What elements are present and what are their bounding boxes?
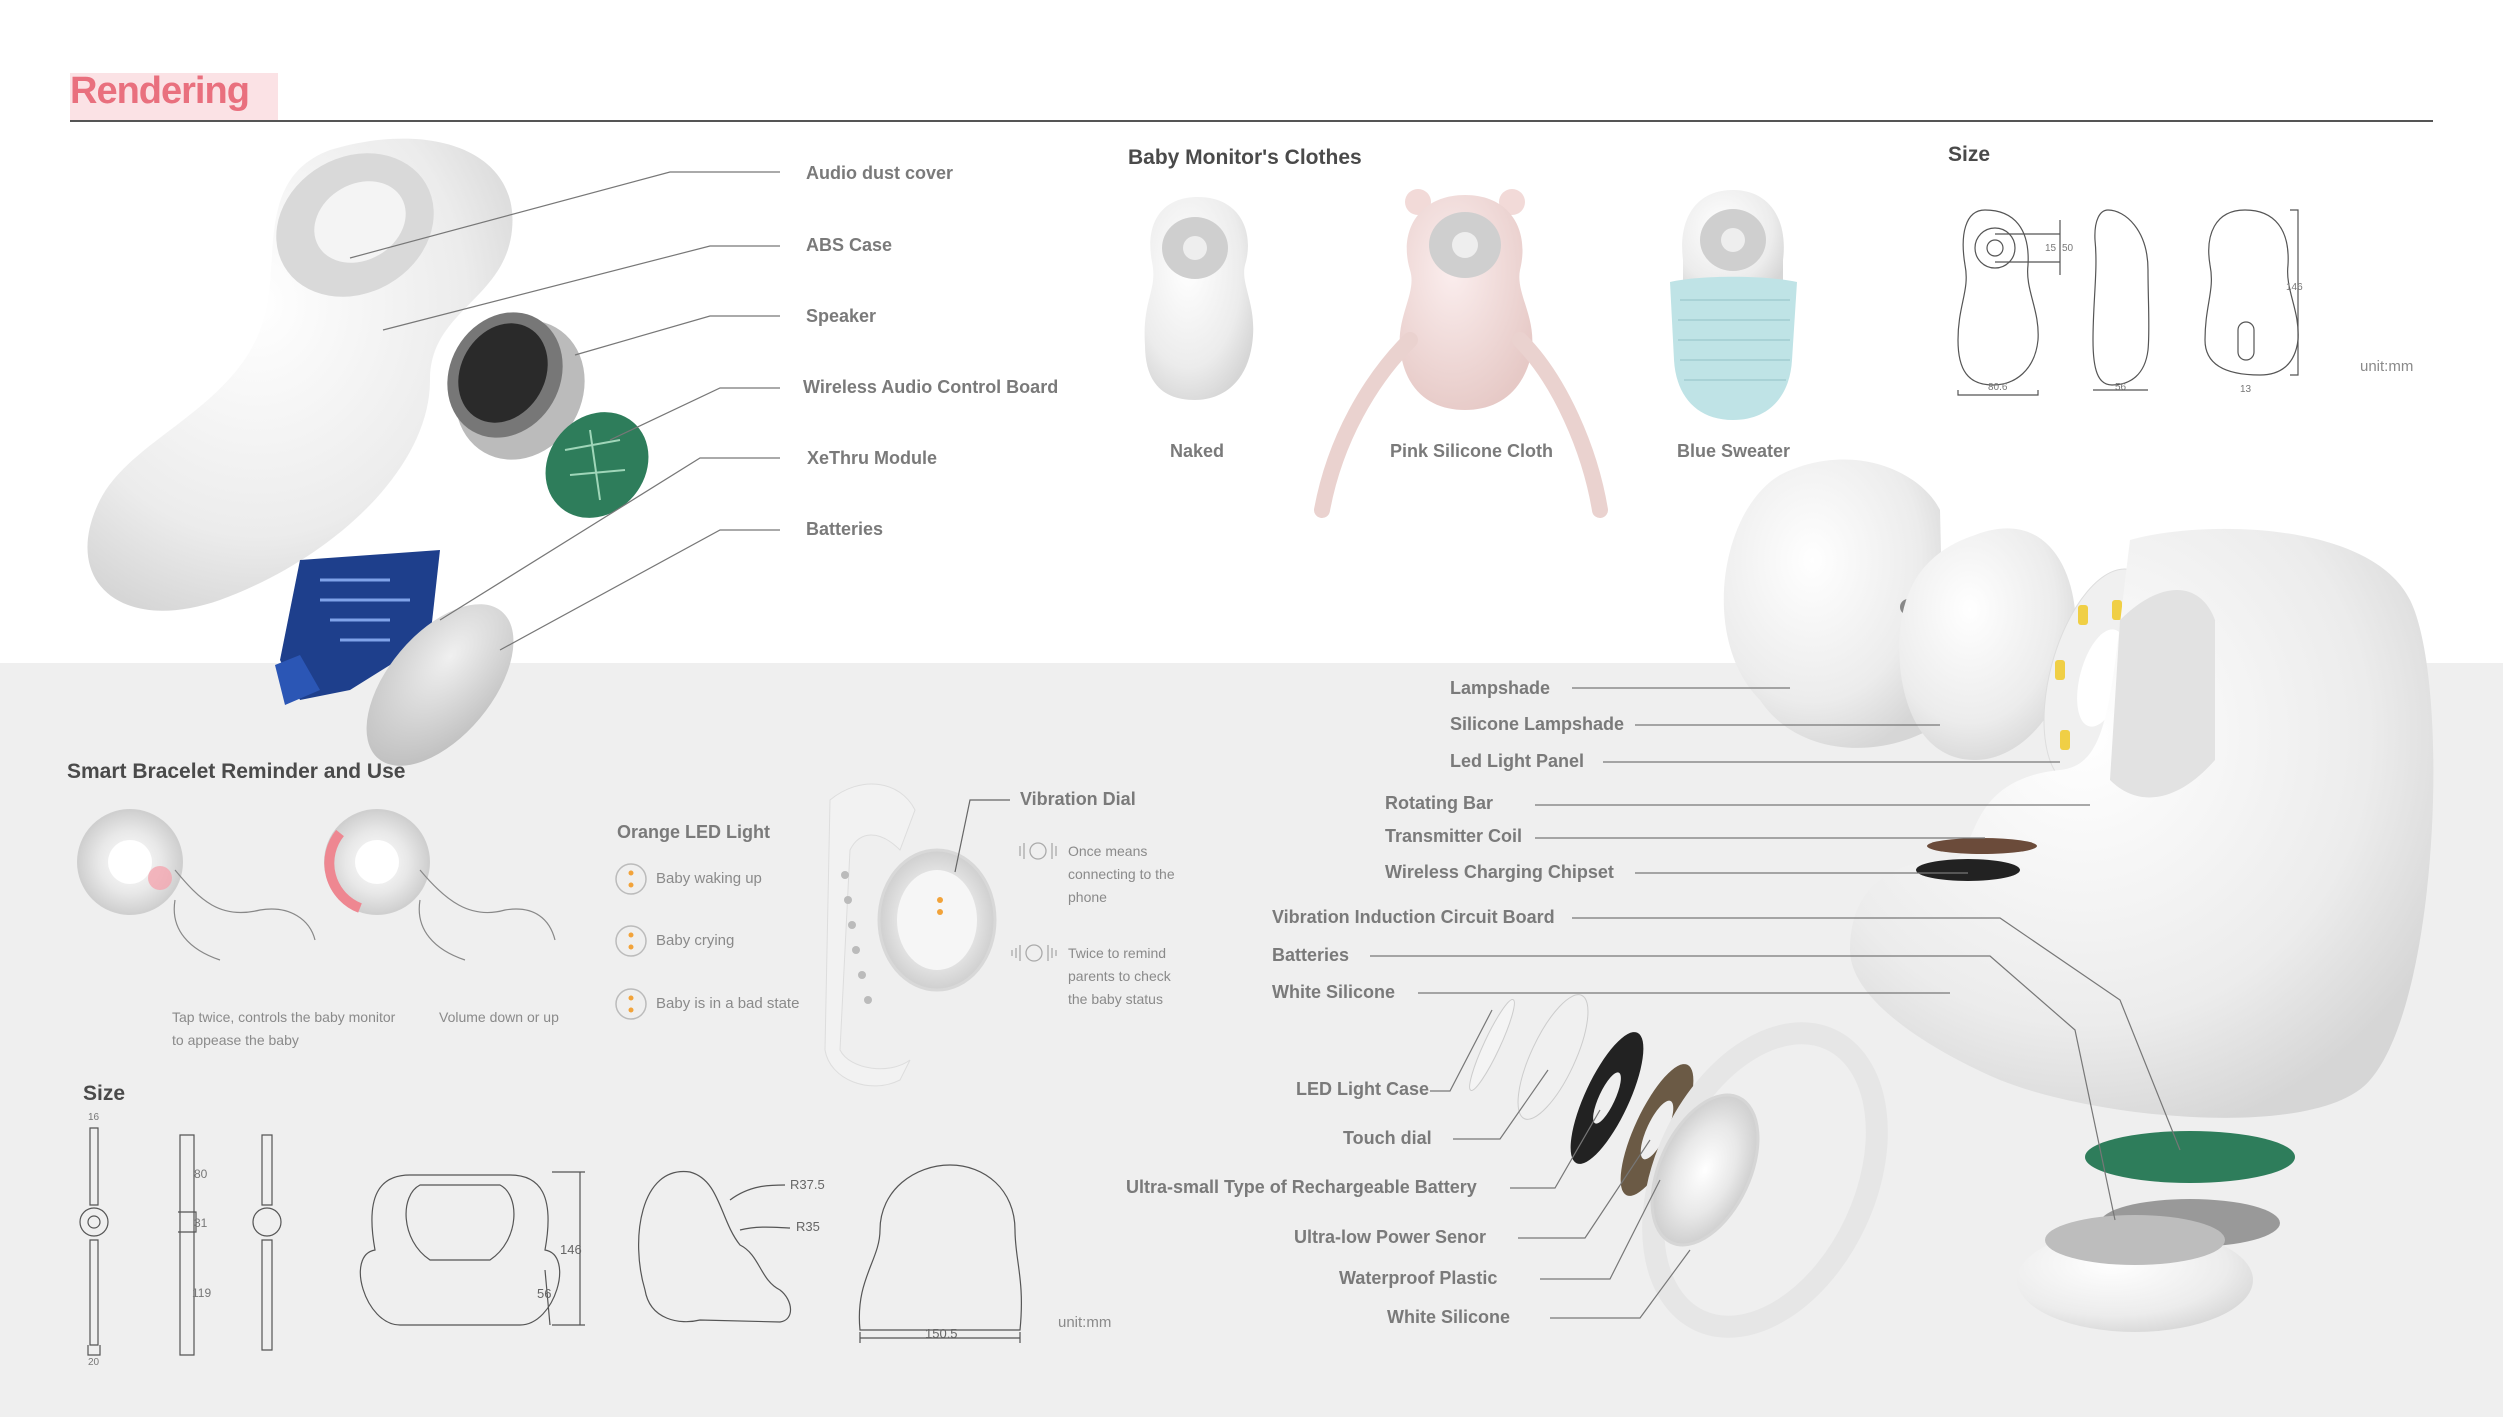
- clothes-label-sweater: Blue Sweater: [1677, 441, 1791, 461]
- label-speaker: Speaker: [806, 306, 877, 326]
- vibration-item-twice: Twice to remind parents to check the bab…: [1068, 945, 1171, 1007]
- header-divider: [70, 120, 2433, 122]
- vibration-item-once: Once means connecting to the phone: [1068, 843, 1175, 905]
- label-power-senor: Ultra-low Power Senor: [1294, 1227, 1487, 1247]
- label-abs-case: ABS Case: [806, 235, 893, 255]
- page-title: Rendering: [70, 70, 250, 112]
- clothes-naked-image: [1144, 197, 1254, 400]
- dim-150-5: 150.5: [925, 1326, 958, 1341]
- label-wireless-audio-control-board: Wireless Audio Control Board: [803, 377, 1059, 397]
- clothes-pink-image: [1314, 189, 1608, 518]
- dim-146-top: 146: [2286, 282, 2303, 293]
- led-title: Orange LED Light: [617, 822, 770, 842]
- label-transmitter-coil: Transmitter Coil: [1385, 826, 1523, 846]
- clothes-title: Baby Monitor's Clothes: [1128, 146, 1362, 169]
- dim-20: 20: [88, 1357, 100, 1368]
- clothes-label-pink: Pink Silicone Cloth: [1390, 441, 1554, 461]
- bracelet-image: [824, 783, 1010, 1087]
- clothes-label-naked: Naked: [1170, 441, 1225, 461]
- label-rotating-bar: Rotating Bar: [1385, 793, 1493, 813]
- vibration-icons: [1011, 842, 1057, 962]
- volume-illustration: [324, 809, 556, 961]
- audio-board-image: [545, 412, 649, 518]
- label-wireless-charging-chipset: Wireless Charging Chipset: [1385, 862, 1614, 882]
- base-leader-lines: [1370, 687, 2181, 1319]
- clothes-sweater-image: [1670, 190, 1797, 420]
- tap-twice-illustration: [77, 809, 316, 961]
- bracelet-title: Smart Bracelet Reminder and Use: [67, 760, 406, 783]
- title-highlight: [70, 73, 278, 121]
- dim-31: 31: [194, 1216, 208, 1230]
- label-rechargeable-battery: Ultra-small Type of Rechargeable Battery: [1126, 1177, 1477, 1197]
- dim-119: 119: [192, 1286, 212, 1300]
- label-bracelet-white-silicone: White Silicone: [1387, 1307, 1511, 1327]
- speaker-image: [447, 312, 585, 460]
- tap-twice-caption: Tap twice, controls the baby monitor to …: [172, 1009, 396, 1048]
- led-item-crying: Baby crying: [656, 932, 735, 949]
- base-exploded-image: [1723, 459, 2434, 1332]
- label-base-white-silicone: White Silicone: [1272, 982, 1396, 1002]
- label-audio-dust-cover: Audio dust cover: [806, 163, 954, 183]
- label-waterproof-plastic: Waterproof Plastic: [1339, 1268, 1498, 1288]
- dim-56-bottom: 56: [537, 1286, 552, 1301]
- vibration-title: Vibration Dial: [1020, 789, 1136, 809]
- dim-r35: R35: [796, 1219, 820, 1234]
- battery-image: [366, 604, 514, 766]
- dim-146-bottom: 146: [560, 1242, 582, 1257]
- dim-80-6: 80.6: [1988, 382, 2008, 393]
- size-bottom-unit: unit:mm: [1058, 1314, 1112, 1331]
- monitor-body-image: [87, 138, 513, 611]
- label-base-batteries: Batteries: [1272, 945, 1350, 965]
- size-top-unit: unit:mm: [2360, 358, 2414, 375]
- label-silicone-lampshade: Silicone Lampshade: [1450, 714, 1625, 734]
- monitor-leader-lines: [349, 171, 780, 651]
- label-led-light-panel: Led Light Panel: [1450, 751, 1585, 771]
- xethru-module-image: [275, 550, 440, 705]
- size-top-drawings: [1957, 209, 2299, 396]
- label-vibration-induction-board: Vibration Induction Circuit Board: [1272, 907, 1555, 927]
- label-led-light-case: LED Light Case: [1296, 1079, 1430, 1099]
- size-bottom-title: Size: [83, 1082, 126, 1105]
- dim-80: 80: [194, 1167, 208, 1181]
- size-bottom-drawings: [79, 1127, 1022, 1356]
- label-touch-dial: Touch dial: [1343, 1128, 1432, 1148]
- bracelet-exploded-image: [1469, 994, 1888, 1338]
- led-item-waking: Baby waking up: [656, 870, 762, 887]
- dim-13: 13: [2240, 384, 2252, 395]
- size-top-title: Size: [1948, 143, 1991, 166]
- dim-15: 15: [2045, 243, 2057, 254]
- volume-caption: Volume down or up: [439, 1009, 559, 1025]
- dim-56-top: 56: [2115, 382, 2127, 393]
- led-item-bad-state: Baby is in a bad state: [656, 995, 800, 1012]
- dim-16: 16: [88, 1112, 100, 1123]
- label-batteries: Batteries: [806, 519, 884, 539]
- label-lampshade: Lampshade: [1450, 678, 1551, 698]
- dim-50: 50: [2062, 243, 2074, 254]
- dim-r37-5: R37.5: [790, 1177, 825, 1192]
- label-xethru-module: XeThru Module: [807, 448, 937, 468]
- led-indicator-icons: [615, 863, 647, 1020]
